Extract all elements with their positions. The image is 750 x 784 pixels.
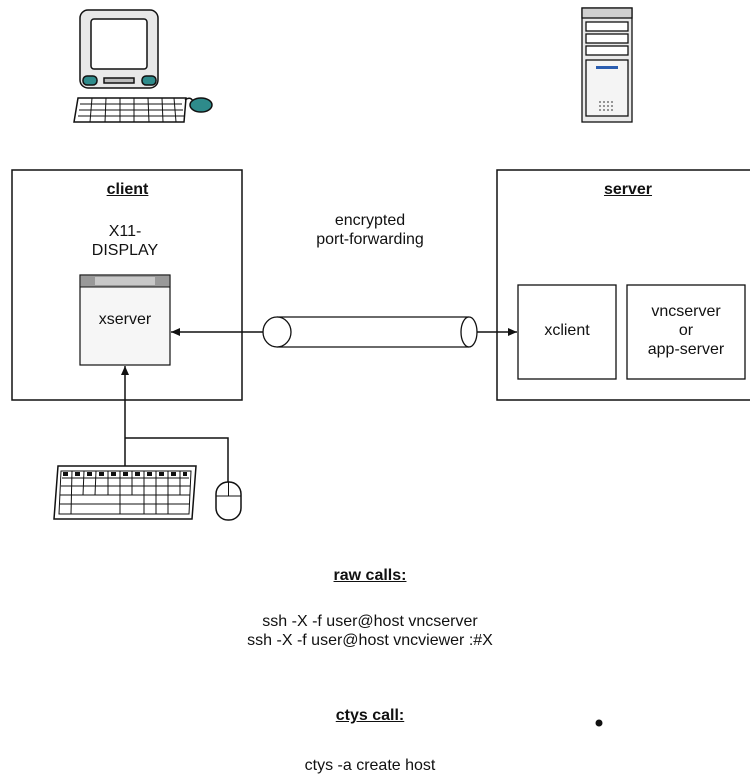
server-box	[496, 169, 750, 401]
encrypted-tunnel	[262, 316, 478, 348]
dot-mark	[595, 719, 603, 727]
raw-calls-heading: raw calls:	[333, 567, 407, 584]
ctys-call-command: ctys -a create host	[304, 757, 436, 774]
raw-call-command-2: ssh -X -f user@host vncviewer :#X	[247, 632, 493, 649]
tunnel-label: encrypted port-forwarding	[290, 211, 450, 249]
vncserver-line-2: or	[678, 322, 694, 339]
raw-call-command-1: ssh -X -f user@host vncserver	[262, 613, 478, 630]
mouse-cable	[125, 437, 229, 482]
server-title: server	[603, 181, 653, 198]
workstation-icon	[73, 9, 213, 123]
raw-calls-commands: ssh -X -f user@host vncserver ssh -X -f …	[170, 612, 570, 650]
x11-display-line-2: DISPLAY	[91, 242, 159, 259]
xclient-label: xclient	[544, 322, 590, 339]
client-title: client	[106, 181, 149, 198]
mouse-icon	[215, 481, 242, 521]
x11-display-window	[79, 274, 171, 366]
vncserver-box	[626, 284, 746, 380]
tunnel-label-line-1: encrypted	[334, 212, 406, 229]
xclient-box	[517, 284, 617, 380]
server-tower-icon	[581, 7, 633, 123]
client-box	[11, 169, 243, 401]
vncserver-line-1: vncserver	[651, 303, 721, 320]
x11-display-label: X11- DISPLAY	[80, 222, 170, 260]
vncserver-label: vncserver or app-server	[627, 302, 745, 359]
keyboard-icon	[53, 465, 197, 520]
x11-display-line-1: X11-	[108, 223, 142, 240]
vncserver-line-3: app-server	[647, 341, 725, 358]
xserver-label: xserver	[98, 311, 152, 328]
tunnel-label-line-2: port-forwarding	[316, 231, 424, 248]
ctys-call-heading: ctys call:	[335, 707, 405, 724]
